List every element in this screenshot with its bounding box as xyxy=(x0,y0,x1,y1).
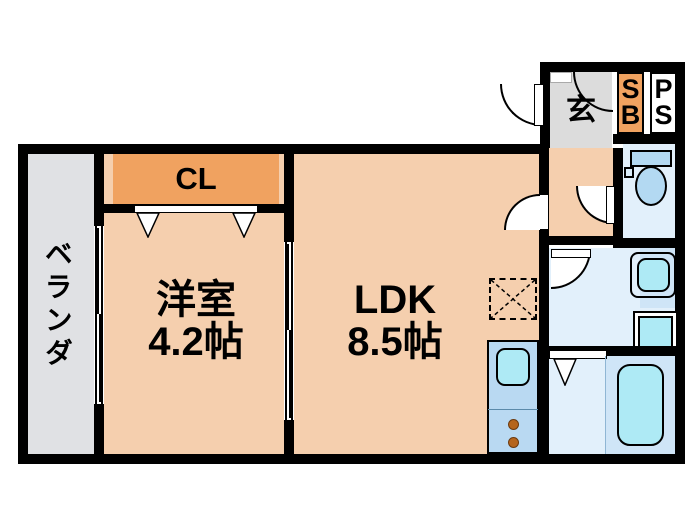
bath-door-track[interactable] xyxy=(549,350,607,359)
veranda-label: ベランダ xyxy=(41,239,73,371)
washitsu-label-name: 洋室 xyxy=(156,278,236,322)
plan-outer-frame xyxy=(18,62,685,464)
veranda-sliding-door-rail-bottom xyxy=(99,314,102,402)
sb-label-line2: B xyxy=(620,100,641,130)
wall-washitsu-left-lower xyxy=(94,404,104,459)
closet-folding-door-left-icon xyxy=(136,212,160,238)
wall-washroom-bottom xyxy=(549,346,685,356)
stove-burner-rear-icon xyxy=(508,437,519,448)
wall-hallway-right-upper xyxy=(613,148,623,243)
wall-ldk-right-upper xyxy=(539,148,549,194)
kitchen-sink-icon xyxy=(496,348,530,386)
bath-folding-door-icon xyxy=(553,358,577,386)
closet-folding-door-right-icon xyxy=(232,212,256,238)
fridge-space-cross-icon xyxy=(490,279,536,319)
closet-label: CL xyxy=(175,160,217,196)
ps-label-line2: S xyxy=(654,100,673,130)
wash-basin-outline xyxy=(630,252,676,298)
washitsu-ldk-door-rail-bottom xyxy=(289,330,292,418)
wash-basin-icon xyxy=(637,258,670,292)
wall-washitsu-ldk-lower xyxy=(284,420,294,459)
veranda-sliding-door-rail-top xyxy=(96,228,99,314)
wall-washitsu-ldk-upper xyxy=(284,154,294,242)
closet-door-track[interactable] xyxy=(134,205,258,213)
genkan-step-strip xyxy=(550,72,572,83)
room-closet xyxy=(113,154,279,204)
wall-top-entrance xyxy=(540,62,685,72)
wall-washitsu-left-upper xyxy=(94,154,104,226)
stove-divider-line xyxy=(488,409,538,410)
wall-toilet-bottom xyxy=(613,238,685,248)
room-veranda xyxy=(20,152,94,457)
washitsu-ldk-door-rail-top xyxy=(286,244,289,330)
wall-right-upper xyxy=(675,62,685,458)
ps-label-line1: P xyxy=(654,74,673,105)
stove-burner-front-icon xyxy=(508,419,519,430)
wall-bottom xyxy=(18,454,685,464)
wall-under-sbps xyxy=(613,134,685,144)
wall-ldk-right-lower xyxy=(539,230,549,459)
toilet-lever-icon xyxy=(624,167,634,178)
ldk-label: LDK 8.5帖 xyxy=(300,265,490,377)
ldk-label-size: 8.5帖 xyxy=(347,320,443,364)
entrance-door-leaf xyxy=(534,84,544,126)
wall-top-main xyxy=(18,144,550,154)
toilet-bowl-icon xyxy=(635,166,667,206)
shoe-box-sb: S B xyxy=(617,72,644,134)
washroom-door-leaf xyxy=(606,186,615,224)
wall-entrance-left xyxy=(540,62,550,148)
ldk-label-name: LDK xyxy=(353,278,437,322)
pipe-shaft-ps: P S xyxy=(650,72,677,134)
sb-label-line1: S xyxy=(621,74,640,105)
bath-tub-divider xyxy=(605,356,606,454)
washroom-entry-door-leaf xyxy=(551,249,591,258)
wall-hallway-bottom xyxy=(549,236,623,245)
wall-left xyxy=(18,144,28,464)
washitsu-label-size: 4.2帖 xyxy=(148,320,244,364)
washitsu-label: 洋室 4.2帖 xyxy=(110,265,282,377)
fridge-space-icon xyxy=(489,278,537,320)
bathtub-icon xyxy=(617,364,664,446)
